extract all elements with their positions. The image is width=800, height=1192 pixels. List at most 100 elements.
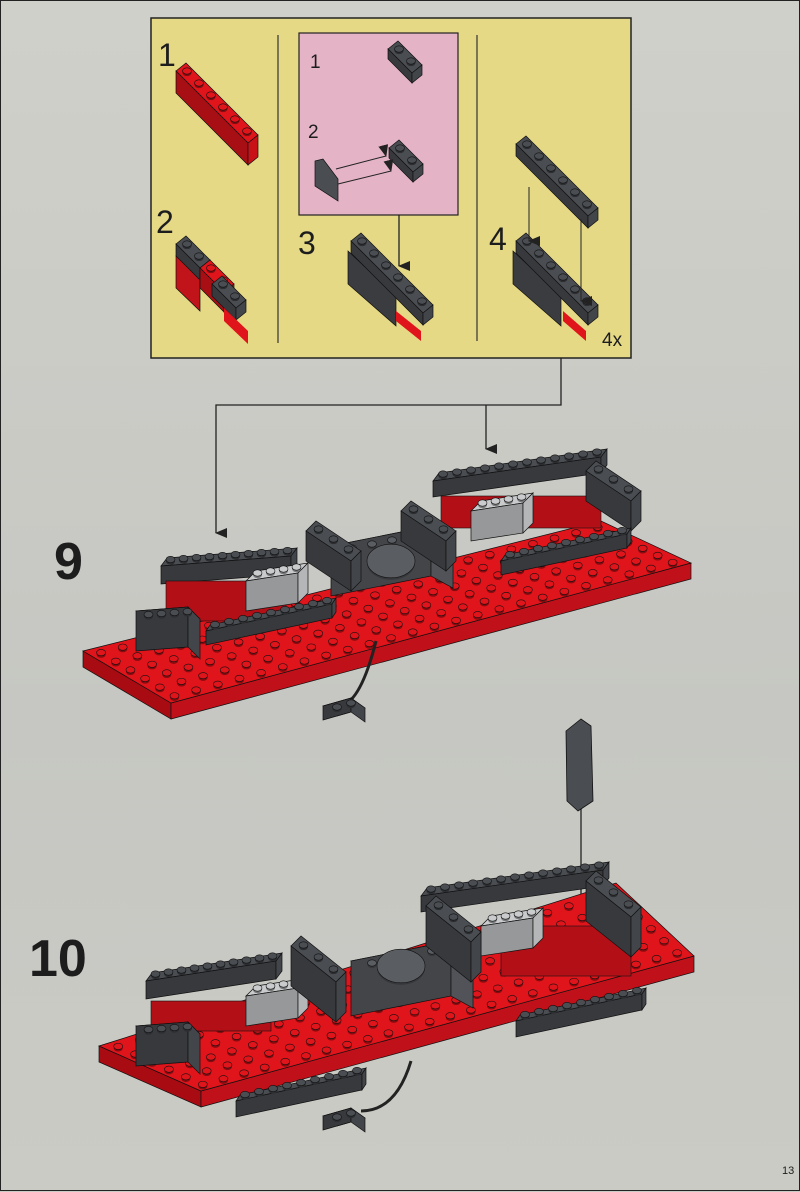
stud: [438, 470, 448, 478]
stud: [368, 1020, 378, 1027]
substep-number: 1: [310, 52, 321, 73]
stud: [191, 554, 202, 561]
stud: [206, 264, 216, 272]
stud: [241, 956, 252, 964]
stud: [117, 643, 128, 651]
stud: [210, 621, 220, 628]
stud: [617, 527, 627, 534]
stud: [324, 1073, 334, 1080]
stud: [206, 1053, 216, 1061]
stud: [433, 901, 444, 909]
stud: [526, 908, 537, 916]
stud: [468, 879, 478, 887]
stud: [332, 1113, 342, 1121]
stud: [182, 67, 192, 75]
stud: [176, 677, 187, 685]
stud: [507, 995, 517, 1003]
stud: [252, 984, 263, 992]
stud: [367, 540, 377, 548]
stud: [417, 297, 427, 305]
stud: [486, 584, 497, 592]
stud: [616, 550, 626, 558]
stud: [576, 999, 586, 1006]
stud: [266, 609, 276, 616]
step-number: 1: [158, 37, 176, 73]
stud: [183, 663, 194, 671]
stud: [282, 1082, 292, 1089]
stud: [248, 1041, 258, 1049]
stud: [259, 1063, 270, 1071]
stud: [326, 1031, 337, 1039]
stud: [241, 660, 252, 668]
step-number: 10: [29, 930, 87, 988]
stud: [564, 902, 574, 910]
stud: [508, 578, 518, 586]
stud: [182, 608, 193, 615]
stud: [226, 652, 237, 660]
stud: [164, 1065, 174, 1073]
stud: [566, 574, 576, 582]
stud: [352, 1067, 362, 1074]
stud: [346, 1109, 356, 1117]
stud: [328, 637, 338, 645]
stud: [143, 1026, 154, 1033]
stud: [312, 594, 322, 602]
stud: [328, 535, 339, 543]
stud: [513, 978, 524, 986]
stud: [559, 587, 570, 595]
stud: [265, 982, 276, 990]
stud: [443, 595, 453, 603]
stud: [230, 551, 241, 558]
stud: [413, 580, 424, 588]
stud: [147, 660, 157, 668]
stud: [494, 605, 505, 613]
stud: [520, 1011, 530, 1018]
stud: [558, 273, 568, 281]
red-brick: [563, 311, 586, 341]
stud: [270, 641, 280, 648]
stud: [522, 237, 532, 245]
dark-bracket: [630, 490, 642, 532]
stud: [294, 603, 304, 610]
stud: [466, 1006, 476, 1014]
dark-bracket: [445, 530, 457, 572]
stud: [406, 57, 416, 65]
stud: [394, 45, 404, 53]
dark-plate-1x6: [587, 207, 599, 229]
stud: [537, 593, 548, 601]
stud: [451, 616, 461, 624]
stud: [472, 611, 483, 619]
stud: [651, 955, 662, 962]
stud: [269, 548, 280, 555]
stud: [230, 292, 240, 300]
stud: [513, 910, 524, 918]
stud: [310, 1076, 320, 1083]
stud: [218, 103, 228, 111]
stud: [243, 550, 254, 557]
stud: [182, 240, 192, 248]
stud: [155, 683, 165, 691]
stud: [426, 885, 436, 893]
stud: [268, 1035, 279, 1043]
stud: [480, 464, 490, 472]
stud: [386, 634, 396, 642]
dark-brick-stack: [187, 606, 201, 660]
stud: [224, 618, 234, 625]
stud: [285, 1043, 295, 1051]
stud: [341, 610, 352, 618]
step-number: 2: [156, 204, 174, 240]
dark-plate-1x6: [587, 304, 599, 326]
stud: [252, 612, 262, 619]
dark-bracket: [630, 906, 642, 958]
stud: [522, 140, 532, 148]
stud: [194, 79, 204, 87]
step-number: 4: [489, 221, 507, 257]
stud: [265, 567, 276, 575]
stud: [222, 1061, 233, 1069]
stud: [215, 960, 226, 968]
stud: [618, 990, 628, 997]
stud: [301, 1052, 311, 1060]
stud: [125, 666, 136, 674]
stud: [623, 900, 634, 908]
